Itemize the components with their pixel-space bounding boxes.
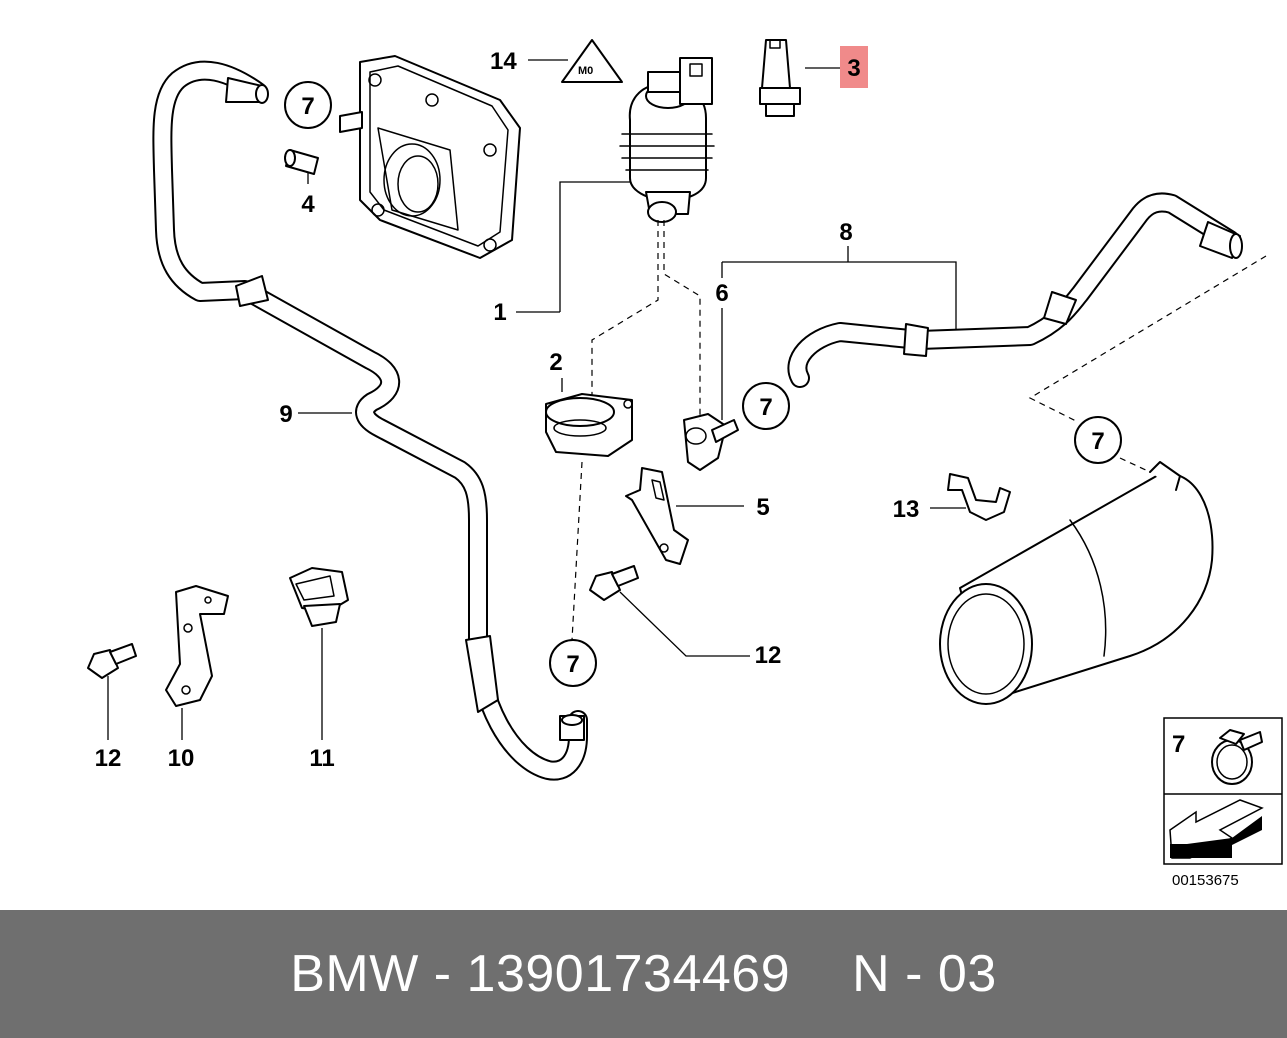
hose-9 <box>152 60 588 781</box>
hose-8 <box>787 192 1243 388</box>
svg-text:7: 7 <box>301 93 314 120</box>
label-9: 9 <box>279 401 292 428</box>
part-number-footer: BMW - 13901734469 N - 03 <box>0 910 1287 1038</box>
label-3-highlight <box>840 46 868 88</box>
label-1: 1 <box>493 299 506 326</box>
svg-text:7: 7 <box>759 394 772 421</box>
label-10: 10 <box>168 745 195 772</box>
throttle-housing <box>339 55 521 259</box>
label-3: 3 <box>847 55 860 82</box>
part-12-bolt-a <box>87 643 137 679</box>
part-3-connector <box>759 39 801 117</box>
part-number-text: BMW - 13901734469 <box>290 945 791 1003</box>
part-10-bracket <box>165 585 229 707</box>
parts-diagram: M0 <box>87 39 1283 889</box>
label-4: 4 <box>301 191 315 218</box>
part-2-grommet <box>545 393 633 457</box>
clamp-callout-a: 7 <box>284 81 332 129</box>
label-14: 14 <box>490 48 517 75</box>
part-11-clip <box>289 567 349 627</box>
assembly-lines <box>571 220 1267 641</box>
clamp-callout-b: 7 <box>742 382 790 430</box>
label-12-left: 12 <box>95 745 122 772</box>
label-11: 11 <box>309 745 334 772</box>
legend-label-7: 7 <box>1172 731 1185 758</box>
legend-box: 7 00153675 <box>1163 717 1283 889</box>
hose-clamp-icon <box>1211 729 1263 785</box>
leader-lines <box>107 59 966 740</box>
part-4-sleeve <box>284 149 319 175</box>
part-1-pump <box>619 57 715 223</box>
label-6: 6 <box>715 280 728 307</box>
svg-text:7: 7 <box>566 651 579 678</box>
part-14-warning-label: M0 <box>561 39 623 83</box>
part-13-clamp <box>947 473 1011 521</box>
clamp-callout-d: 7 <box>549 639 597 687</box>
diagram-code-text: N - 03 <box>852 945 997 1003</box>
arrow-icon <box>1169 799 1264 859</box>
svg-text:7: 7 <box>1091 428 1104 455</box>
canister <box>939 461 1214 705</box>
label-2: 2 <box>549 349 562 376</box>
label-8: 8 <box>839 219 852 246</box>
clamp-callout-c: 7 <box>1074 416 1122 464</box>
part-5-bracket <box>625 467 689 565</box>
label-12-right: 12 <box>755 642 782 669</box>
part-12-bolt-b <box>589 565 639 601</box>
label-5: 5 <box>756 494 769 521</box>
label-13: 13 <box>893 496 920 523</box>
svg-text:M0: M0 <box>578 65 593 77</box>
part-6-elbow <box>683 413 739 471</box>
reference-number: 00153675 <box>1172 872 1239 889</box>
